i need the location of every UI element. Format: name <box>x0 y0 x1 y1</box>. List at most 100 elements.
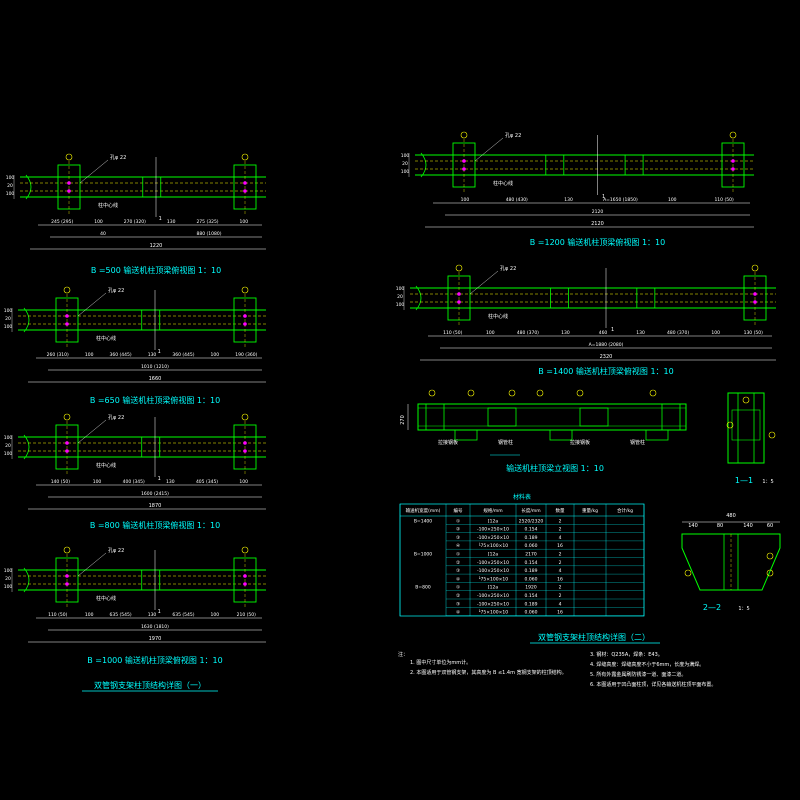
plan-left-dim-1: 100 <box>6 175 15 181</box>
plan-dim-row1-5: 275 (325) <box>196 219 218 225</box>
section-1-1: 1—1 1：5 <box>726 392 776 485</box>
mtable-cell-7-1: ④ <box>456 576 460 582</box>
plan-marker-1 <box>63 546 71 554</box>
section11-stiffener <box>731 409 761 441</box>
section22-dim-2: 80 <box>717 523 723 529</box>
plan-stiffener-1 <box>142 176 162 198</box>
plan-hole-label: 孔φ 22 <box>110 154 126 161</box>
mtable-cell-1-4: 2 <box>559 527 562 533</box>
elevation-column-cap-2 <box>549 429 573 441</box>
plan-dim-row1-5: 635 (545) <box>172 612 194 618</box>
mtable-cell-9-3: 0.154 <box>525 593 538 599</box>
plan-bolt-1b <box>65 449 69 453</box>
plan-dim-row1-7: 480 (370) <box>667 330 689 336</box>
plan-marker-1 <box>63 413 71 421</box>
sheet2-title: 双管钢支架柱顶结构详图（二） <box>538 632 650 642</box>
section11-title: 1—1 <box>735 476 753 485</box>
plan-section-mark: 1 <box>159 216 162 222</box>
plan-hole-leader <box>79 159 109 184</box>
plan-dim-row1-3: 270 (320) <box>124 219 146 225</box>
plan-stiffener-1 <box>545 154 565 176</box>
plan-dim-row2-2: 880 (1080) <box>197 231 222 237</box>
mtable-cell-5-1: ② <box>456 560 460 566</box>
section22-outline <box>681 533 781 591</box>
plan-section-mark: 1 <box>158 476 161 482</box>
mtable-header-3: 长度/mm <box>521 507 540 514</box>
mtable-cell-10-4: 4 <box>559 601 562 607</box>
section22-dim-4: 60 <box>767 523 773 529</box>
plan-stiffener-2 <box>624 154 644 176</box>
sheet1-title: 双管钢支架柱顶结构详图（一） <box>94 680 206 690</box>
section22-top-overall: 480 <box>726 513 736 519</box>
mtable-cell-9-2: -100×250×10 <box>477 593 509 599</box>
mtable-cell-6-2: -100×250×10 <box>477 568 509 574</box>
plan-left-dim-1: 100 <box>401 153 410 159</box>
mtable-cell-1-2: -100×250×10 <box>477 527 509 533</box>
plan-dim-row1-8: 100 <box>711 330 720 336</box>
plan-left-dim-1: 100 <box>4 568 13 574</box>
mtable-cell-5-4: 2 <box>559 560 562 566</box>
mtable-cell-6-1: ③ <box>456 568 460 574</box>
plan-dim-row1-4: 130 <box>166 479 175 485</box>
plan-dim-row1-7: 190 (360) <box>235 352 257 358</box>
plan-dim-row1-6: 100 <box>211 352 220 358</box>
mtable-cell-4-0: B=1000 <box>414 552 432 558</box>
elevation-view: 270 拉接钢板 钢管柱 拉接钢板 钢管柱 输送机柱顶梁立视图 1：10 <box>400 389 687 473</box>
plan-overall-dim: 2120 <box>591 221 604 227</box>
plan-section-mark: 1 <box>611 327 614 333</box>
mtable-cell-2-2: -100×250×10 <box>477 535 509 541</box>
elevation-marker-1 <box>428 389 436 397</box>
plan-bolt-1a <box>65 574 69 578</box>
plan-bolt-1b <box>65 582 69 586</box>
plan-title: B =650 输送机柱顶梁俯视图 1：10 <box>90 395 220 405</box>
plan-bolt-2b <box>731 167 735 171</box>
note-1: 1. 图中尺寸单位为mm计。 <box>410 659 471 666</box>
plan-overall-dim: 1870 <box>149 503 162 509</box>
mtable-cell-11-1: ④ <box>456 610 460 616</box>
plan-dim-row1-6: 100 <box>239 479 248 485</box>
mtable-cell-3-1: ④ <box>456 543 460 549</box>
section-2-2: 480 140 80 140 60 2—2 1：5 <box>681 513 781 612</box>
plan-bolt-1a <box>462 159 466 163</box>
plan-dim-row1-6: 130 <box>636 330 645 336</box>
plan-hole-label: 孔φ 22 <box>108 414 124 421</box>
plan-marker-2 <box>241 546 249 554</box>
plan-stiffener-1 <box>550 287 569 309</box>
plan-dim-row1-2: 100 <box>85 352 94 358</box>
mtable-cell-3-3: 0.060 <box>525 543 538 549</box>
plan-bolt-1b <box>462 167 466 171</box>
plan-dim-row1-3: 635 (545) <box>110 612 132 618</box>
mtable-cell-4-3: 2170 <box>525 552 537 558</box>
plan-dim-row1-5: 360 (445) <box>172 352 194 358</box>
notes-block: 注： 1. 图中尺寸单位为mm计。 2. 本图适用于双管钢支架，其高度为 B ≤… <box>398 651 716 688</box>
mtable-cell-4-4: 2 <box>559 552 562 558</box>
plan-center-label: 柱中心线 <box>488 313 508 320</box>
mtable-cell-6-3: 0.189 <box>525 568 538 574</box>
mtable-cell-7-3: 0.060 <box>525 576 538 582</box>
plan-dim-row2-1: 1600 (2415) <box>141 491 169 497</box>
plan-dim-row2-1: 1010 (1210) <box>141 364 169 370</box>
plan-dim-row2-1: 40 <box>100 231 106 237</box>
plan-bolt-2a <box>731 159 735 163</box>
plan-overall-dim: 1220 <box>150 243 163 249</box>
mtable-cell-8-3: 1920 <box>525 585 537 591</box>
plan-title: B =1200 输送机柱顶梁俯视图 1：10 <box>530 237 665 247</box>
elevation-column-cap-3 <box>645 429 669 441</box>
elevation-marker-2 <box>467 389 475 397</box>
mtable-header-0: 输送机宽度(mm) <box>406 507 441 514</box>
plan-overall-dim: 1970 <box>149 636 162 642</box>
plan-marker-1 <box>63 286 71 294</box>
elevation-marker-3 <box>508 389 516 397</box>
plan-bolt-2a <box>243 314 247 318</box>
plan-dim-row1-5: 100 <box>668 197 677 203</box>
elevation-marker-4 <box>536 389 544 397</box>
mtable-cell-2-3: 0.189 <box>525 535 538 541</box>
plan-title: B =1400 输送机柱顶梁俯视图 1：10 <box>538 366 673 376</box>
plan-bolt-2a <box>753 292 757 296</box>
